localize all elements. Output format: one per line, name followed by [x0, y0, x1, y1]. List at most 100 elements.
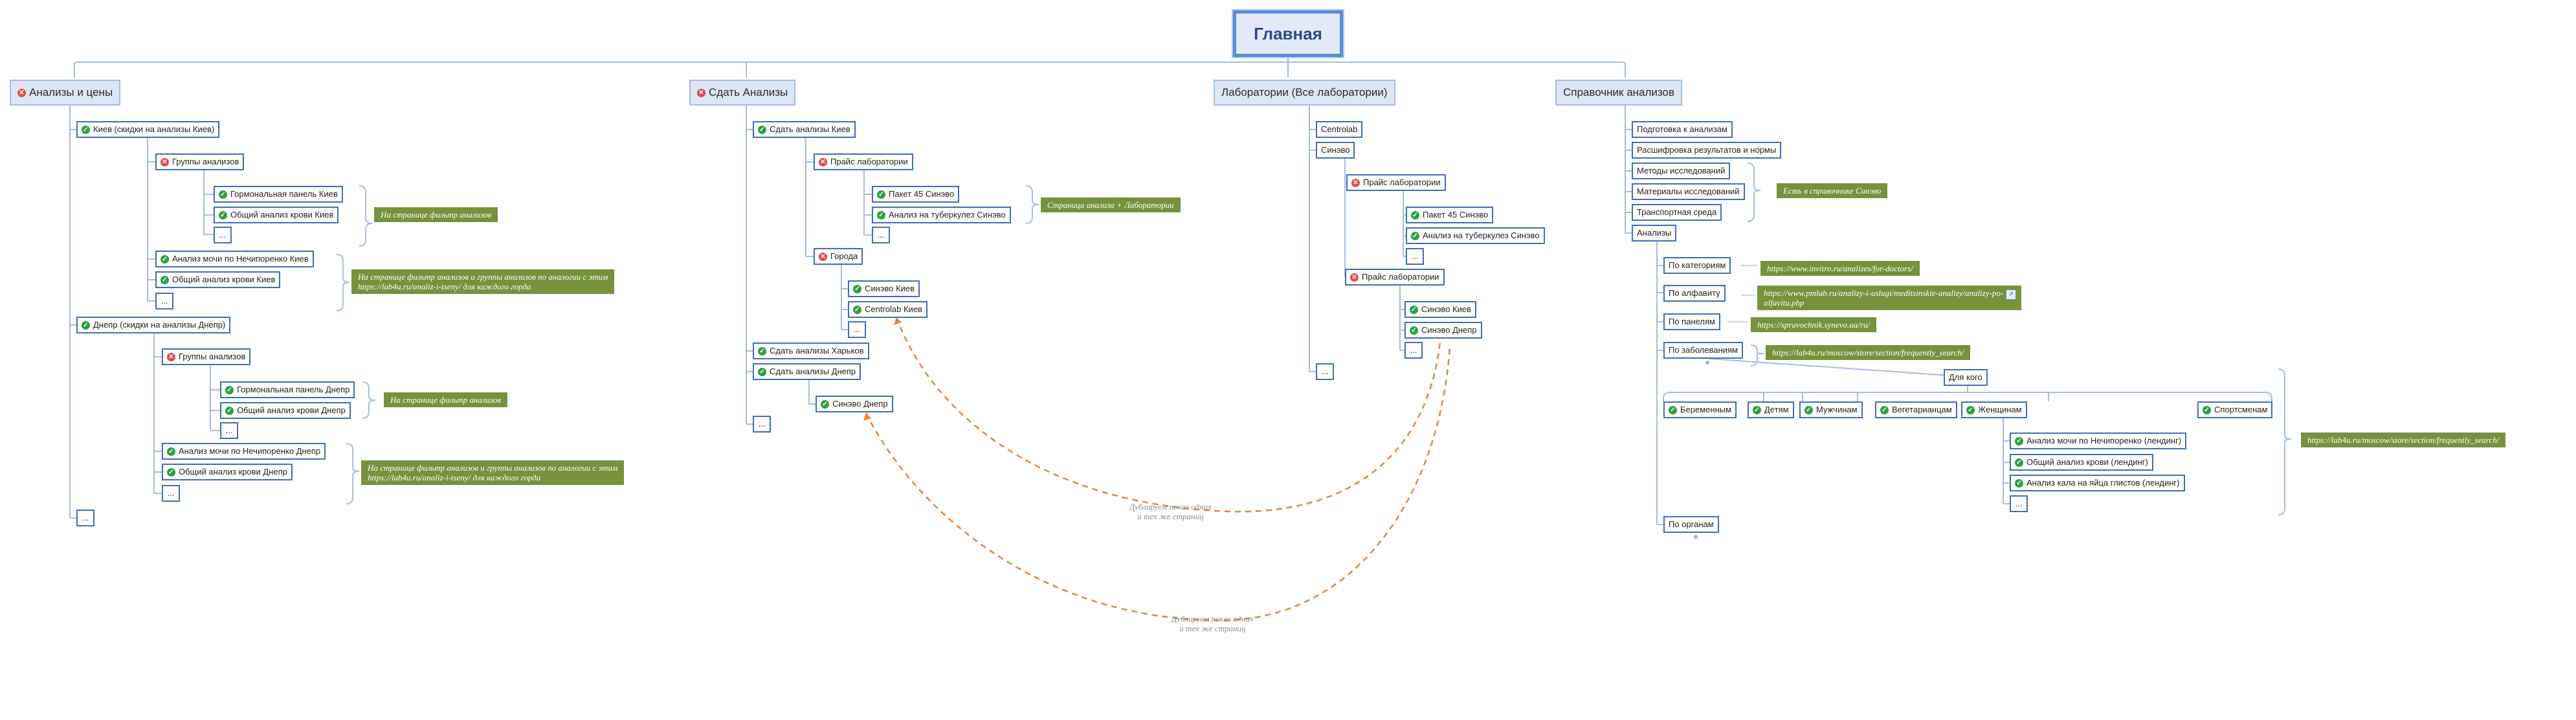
node-by-category[interactable]: По категориям — [1663, 257, 1731, 274]
more-node[interactable]: ... — [1405, 342, 1423, 359]
collapse-dot[interactable] — [1705, 361, 1709, 365]
node-submit-kharkiv[interactable]: ✓Сдать анализы Харьков — [753, 343, 869, 359]
node-vegetarians[interactable]: ✓Вегетарианцам — [1875, 401, 1957, 418]
node-methods[interactable]: Методы исследований — [1632, 163, 1731, 179]
node-dnipro-discounts[interactable]: ✓Днепр (скидки на анализы Днепр) — [76, 317, 231, 333]
node-synevo-kyiv[interactable]: ✓Синэво Киев — [1405, 301, 1477, 318]
node-blood-kyiv-2[interactable]: ✓Общий анализ крови Киев — [155, 271, 281, 288]
more-node[interactable]: ... — [76, 510, 94, 526]
note-filter: На странице фильтр анализов — [374, 207, 498, 222]
node-materials[interactable]: Материалы исследований — [1632, 183, 1745, 200]
node-athletes[interactable]: ✓Спортсменам — [2197, 401, 2273, 418]
node-kyiv-discounts[interactable]: ✓Киев (скидки на анализы Киев) — [76, 121, 220, 138]
node-urine-kyiv[interactable]: ✓Анализ мочи по Нечипоренко Киев — [155, 251, 314, 267]
node-by-organ[interactable]: По органам — [1663, 516, 1719, 533]
node-blood-kyiv[interactable]: ✓Общий анализ крови Киев — [214, 207, 339, 223]
root-label: Главная — [1254, 24, 1322, 43]
node-by-panels[interactable]: По панелям — [1663, 313, 1720, 330]
node-submit-dnipro[interactable]: ✓Сдать анализы Днепр — [753, 363, 861, 380]
node-prep[interactable]: Подготовка к анализам — [1632, 121, 1733, 138]
node-transport[interactable]: Транспортная среда — [1632, 204, 1722, 221]
more-node[interactable]: ... — [214, 227, 232, 243]
node-synevo-dnipro[interactable]: ✓Синэво Днепр — [1405, 322, 1482, 339]
node-feces-landing[interactable]: ✓Анализ кала на яйца глистов (лендинг) — [2010, 475, 2185, 491]
node-groups-kyiv[interactable]: ✕Группы анализов — [155, 153, 245, 170]
more-node[interactable]: ... — [162, 485, 180, 502]
node-women[interactable]: ✓Женщинам — [1961, 401, 2027, 418]
node-groups-dnipro[interactable]: ✕Группы анализов — [162, 348, 251, 365]
red-cross-icon: ✕ — [819, 252, 827, 261]
more-node[interactable]: ... — [1406, 248, 1424, 265]
note-synevo-reference-link[interactable]: https://spravochnik.synevo.ua/ru/ — [1751, 317, 1877, 332]
node-decode[interactable]: Расшифровка результатов и нормы — [1632, 142, 1782, 159]
node-lab-price-2[interactable]: ✕Прайс лаборатории — [1345, 269, 1445, 286]
node-synevo-kyiv[interactable]: ✓Синэво Киев — [848, 280, 920, 297]
note-lab4u-link[interactable]: https://lab4u.ru/moscow/store/section/fr… — [1766, 345, 1971, 360]
branch-analyses-prices[interactable]: ✕ Анализы и цены — [10, 80, 121, 106]
node-by-alphabet[interactable]: По алфавиту — [1663, 285, 1726, 302]
check-icon: ✓ — [82, 125, 90, 134]
check-icon: ✓ — [1804, 405, 1813, 414]
more-node[interactable]: ... — [155, 293, 173, 309]
note-pmlab-link[interactable]: https://www.pmlab.ru/analizy-i-uslugi/me… — [1757, 286, 2022, 310]
node-synevo[interactable]: Синэво — [1316, 142, 1355, 159]
note-lab4u-link[interactable]: https://lab4u.ru/moscow/store/section/fr… — [2301, 433, 2506, 447]
node-synevo-dnipro[interactable]: ✓Синэво Днепр — [816, 396, 893, 412]
more-node[interactable]: ... — [2010, 495, 2028, 512]
root-node[interactable]: Главная — [1233, 10, 1343, 57]
node-children[interactable]: ✓Детям — [1748, 401, 1794, 418]
node-urine-dnipro[interactable]: ✓Анализ мочи по Нечипоренко Днепр — [162, 443, 326, 460]
node-centrolab[interactable]: Centrolab — [1316, 121, 1363, 138]
node-package45[interactable]: ✓Пакет 45 Синэво — [1406, 207, 1494, 223]
red-cross-icon: ✕ — [697, 88, 705, 97]
note-filter-groups: На странице фильтр анализов и группы ана… — [361, 460, 625, 485]
node-lab-price[interactable]: ✕Прайс лаборатории — [814, 153, 913, 170]
node-lab-price-synevo[interactable]: ✕Прайс лаборатории — [1346, 174, 1446, 191]
branch-reference[interactable]: Справочник анализов — [1555, 80, 1683, 106]
node-blood-dnipro-2[interactable]: ✓Общий анализ крови Днепр — [162, 464, 293, 480]
external-link-icon[interactable]: ⇗ — [2006, 289, 2017, 300]
node-blood-landing[interactable]: ✓Общий анализ крови (лендинг) — [2010, 454, 2153, 471]
note-invitro-link[interactable]: https://www.invitro.ru/analizes/for-doct… — [1760, 261, 1920, 276]
branch-submit-analyses[interactable]: ✕ Сдать Анализы — [689, 80, 796, 106]
check-icon: ✓ — [1411, 210, 1419, 219]
check-icon: ✓ — [853, 305, 861, 314]
red-cross-icon: ✕ — [1351, 178, 1360, 187]
node-analyses[interactable]: Анализы — [1632, 225, 1677, 242]
node-pregnant[interactable]: ✓Беременным — [1663, 401, 1737, 418]
red-cross-icon: ✕ — [1350, 273, 1359, 282]
node-cities[interactable]: ✕Города — [814, 248, 863, 265]
node-package45[interactable]: ✓Пакет 45 Синэво — [872, 186, 960, 203]
note-filter: На странице фильтр анализов — [384, 392, 508, 407]
node-centrolab-kyiv[interactable]: ✓Centrolab Киев — [848, 301, 927, 318]
more-node[interactable]: ... — [753, 416, 771, 433]
node-men[interactable]: ✓Мужчинам — [1799, 401, 1863, 418]
node-hormone-dnipro[interactable]: ✓Гормональная панель Днепр — [220, 381, 355, 398]
collapse-dot[interactable] — [1694, 535, 1698, 539]
node-blood-dnipro[interactable]: ✓Общий анализ крови Днепр — [220, 402, 351, 419]
check-icon: ✓ — [758, 125, 766, 134]
more-node[interactable]: ... — [848, 321, 866, 338]
check-icon: ✓ — [1753, 405, 1761, 414]
caption-duplicate-pages: Дублируем показ одних и тех же страниц — [1171, 614, 1254, 633]
check-icon: ✓ — [2015, 478, 2023, 488]
node-for-whom[interactable]: Для кого — [1944, 369, 1988, 386]
more-node[interactable]: ... — [872, 227, 890, 243]
check-icon: ✓ — [853, 284, 861, 293]
note-analysis-page-lab: Страница анализа + Лаборатории — [1041, 197, 1181, 212]
node-urine-landing[interactable]: ✓Анализ мочи по Нечипоренко (лендинг) — [2010, 433, 2187, 449]
check-icon: ✓ — [2203, 405, 2211, 414]
more-node[interactable]: ... — [1316, 363, 1334, 380]
check-icon: ✓ — [1669, 405, 1677, 414]
node-by-disease[interactable]: По заболеваниям — [1663, 342, 1743, 359]
check-icon: ✓ — [877, 210, 885, 219]
note-filter-groups: На странице фильтр анализов и группы ана… — [351, 269, 615, 294]
red-cross-icon: ✕ — [167, 352, 175, 361]
more-node[interactable]: ... — [220, 422, 238, 439]
node-hormone-kyiv[interactable]: ✓Гормональная панель Киев — [214, 186, 343, 203]
branch-labs[interactable]: Лаборатории (Все лаборатории) — [1214, 80, 1395, 106]
node-submit-kyiv[interactable]: ✓Сдать анализы Киев — [753, 121, 856, 138]
node-tb-test[interactable]: ✓Анализ на туберкулез Синэво — [872, 207, 1011, 223]
check-icon: ✓ — [2015, 458, 2023, 467]
node-tb-test[interactable]: ✓Анализ на туберкулез Синэво — [1406, 227, 1545, 244]
